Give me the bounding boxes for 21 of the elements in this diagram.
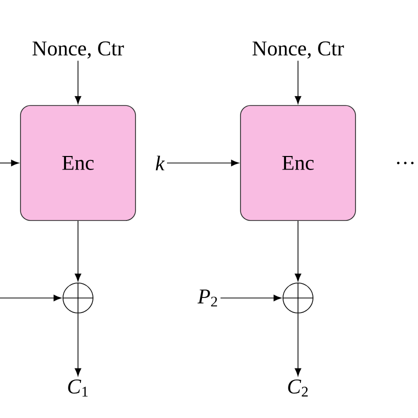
cipher-box: Enc <box>240 105 356 221</box>
input-label: Nonce, Ctr <box>252 41 344 59</box>
arrow <box>74 220 82 282</box>
arrow <box>294 313 302 376</box>
cipher-box: Enc <box>20 105 136 221</box>
arrow <box>0 294 62 302</box>
variable-label: C$_{1}$ <box>68 379 88 396</box>
variable-label: P$_{2}$ <box>198 290 218 306</box>
arrow <box>294 60 302 104</box>
arrow <box>74 60 82 104</box>
arrow <box>74 313 82 376</box>
arrow <box>166 160 239 166</box>
xor-symbol <box>282 282 314 314</box>
input-label: Nonce, Ctr <box>32 41 124 59</box>
arrow <box>294 220 302 282</box>
ellipsis: … <box>397 162 414 164</box>
arrow <box>0 160 19 166</box>
variable-label: k <box>156 156 165 170</box>
xor-symbol <box>62 282 94 314</box>
arrow <box>220 294 282 302</box>
variable-label: C$_{2}$ <box>288 379 308 396</box>
